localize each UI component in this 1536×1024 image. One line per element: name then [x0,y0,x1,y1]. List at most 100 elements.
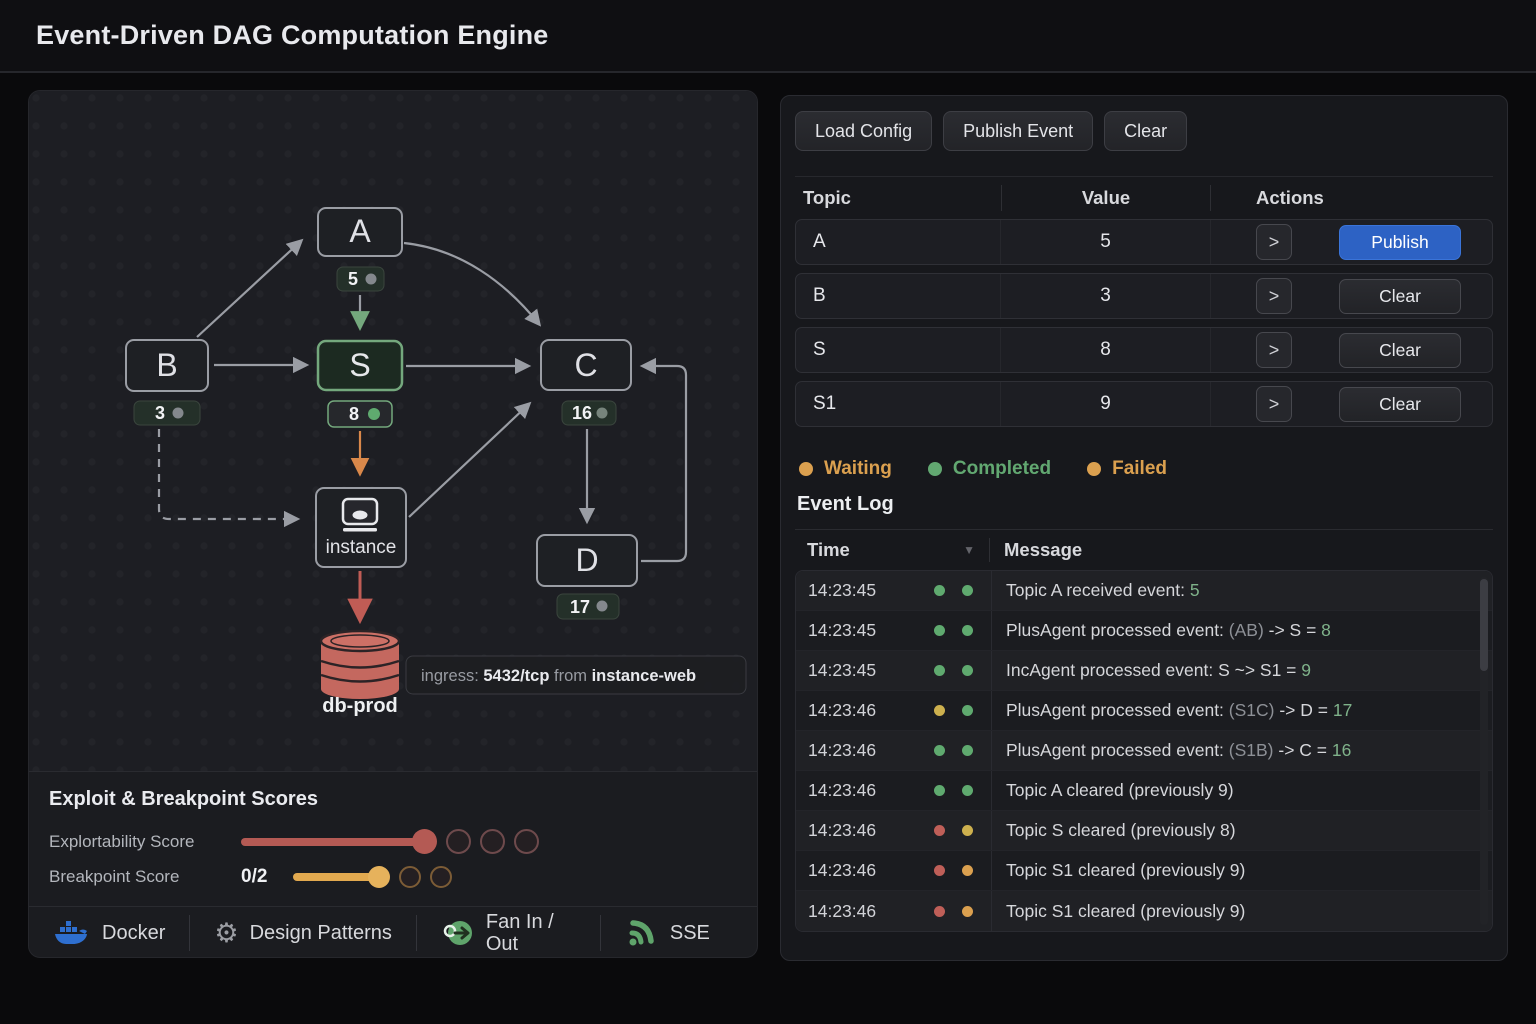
fan-in-out-icon [443,921,472,945]
badge-d: 17 [556,593,620,620]
tech-item-sse[interactable]: SSE [599,915,734,951]
badge-c-dot [596,407,608,419]
topic-step-button[interactable]: > [1256,332,1292,368]
topic-step-button[interactable]: > [1256,386,1292,422]
node-d[interactable]: D [536,534,638,587]
time-column-header[interactable]: Time ▼ [795,538,990,562]
badge-s: 8 [327,400,393,428]
badge-a: 5 [336,266,385,292]
tech-item-design-patterns[interactable]: ⚙ Design Patterns [189,915,416,951]
sort-descending-icon[interactable]: ▼ [963,543,975,557]
svg-text:ingress: 5432/tcp from instanc: ingress: 5432/tcp from instance-web [421,667,696,685]
status-dot-orange [962,905,973,917]
log-status-dots [916,625,991,636]
topic-column-header: Topic [803,187,851,208]
legend-dot [927,462,942,476]
publish-event-button[interactable]: Publish Event [943,111,1094,151]
clear-topic-button[interactable]: Clear [1339,278,1461,314]
topic-name: A [796,220,1001,264]
clear-topic-button[interactable]: Clear [1339,332,1461,368]
node-instance[interactable]: instance [315,487,407,568]
log-message: PlusAgent processed event: (AB) -> S = 8 [991,611,1492,650]
db-label: db-prod [322,695,398,717]
breakpoint-pip-1 [399,865,421,888]
exploit-score-label: Explortability Score [49,831,195,851]
log-message-segment: 9 [1301,660,1311,680]
node-c[interactable]: C [540,339,632,391]
log-message-segment: (S1B) [1228,740,1274,760]
legend-item: Waiting [799,456,892,482]
log-message-segment: 5 [1189,580,1200,600]
event-log-scrollbar-thumb[interactable] [1480,579,1488,671]
edge-b-to-instance-dashed [157,429,301,528]
log-message: Topic A received event: 5 [991,571,1492,610]
log-time: 14:23:46 [808,900,877,921]
load-config-button[interactable]: Load Config [795,111,933,151]
message-column-header: Message [1004,539,1083,560]
log-message: Topic S1 cleared (previously 9) [991,891,1492,931]
legend-item: Completed [927,456,1051,482]
log-time: 14:23:45 [808,620,877,640]
log-status-dots [916,705,991,716]
badge-a-value: 5 [348,269,358,289]
log-message-segment: -> D = [1274,700,1333,720]
node-instance-label: instance [326,537,397,558]
tooltip-port: 5432/tcp [483,667,549,685]
docker-icon [55,921,87,944]
log-time: 14:23:46 [808,700,877,720]
log-time: 14:23:46 [808,860,877,880]
badge-d-value: 17 [570,597,590,617]
edge-a-to-c [403,241,542,327]
breakpoint-pip-filled [368,865,390,888]
node-a[interactable]: A [317,207,403,257]
tech-item-fan-in-out[interactable]: Fan In / Out [415,911,600,955]
exploit-pip-1 [446,829,471,854]
topic-table-header: Topic Value Actions [795,177,1493,219]
clear-topic-button[interactable]: Clear [1339,386,1461,422]
toolbar: Load Config Publish Event Clear [795,96,1493,177]
badge-b: 3 [133,400,201,426]
publish-topic-button[interactable]: Publish [1339,224,1461,260]
log-status-dots [916,665,991,676]
tech-item-docker[interactable]: Docker [29,915,189,951]
log-message-segment: (AB) [1228,620,1264,640]
time-header-label: Time [807,539,850,560]
topic-name: B [796,274,1001,318]
topic-actions: > Clear [1211,386,1492,422]
database-icon[interactable] [319,629,401,699]
tech-label-fan-in-out: Fan In / Out [485,911,554,955]
log-row: 14:23:45 PlusAgent processed event: (AB) … [796,611,1492,651]
log-message-segment: -> S = [1263,620,1322,640]
dag-canvas: A 5 B 3 S 8 [29,91,757,771]
topic-value: 8 [1001,328,1211,372]
event-log-scrollbar[interactable] [1480,577,1488,925]
node-s[interactable]: S [316,339,404,392]
scores-title: Exploit & Breakpoint Scores [49,788,318,810]
clear-button[interactable]: Clear [1104,111,1188,151]
value-column-header: Value [1001,185,1211,211]
status-dot-green [934,665,945,676]
breakpoint-score-row: Breakpoint Score 0/2 [49,859,737,894]
log-message: Topic S cleared (previously 8) [991,811,1492,850]
topic-step-button[interactable]: > [1256,224,1292,260]
gear-icon: ⚙ [214,917,239,949]
scores-section: Exploit & Breakpoint Scores Explortabili… [29,771,757,906]
legend-dot [1087,462,1102,476]
node-c-label: C [574,347,597,383]
log-message-segment: Topic S1 cleared (previously 9) [1006,860,1246,880]
log-time: 14:23:46 [808,740,877,760]
breakpoint-pip-2 [430,865,452,888]
node-b[interactable]: B [125,339,209,392]
status-dot-green [962,625,973,636]
topic-step-button[interactable]: > [1256,278,1292,314]
topic-value: 9 [1001,382,1211,426]
badge-b-value: 3 [155,403,165,423]
app-header: Event-Driven DAG Computation Engine [0,0,1536,73]
exploit-pip-2 [480,829,505,854]
badge-b-dot [172,407,184,419]
